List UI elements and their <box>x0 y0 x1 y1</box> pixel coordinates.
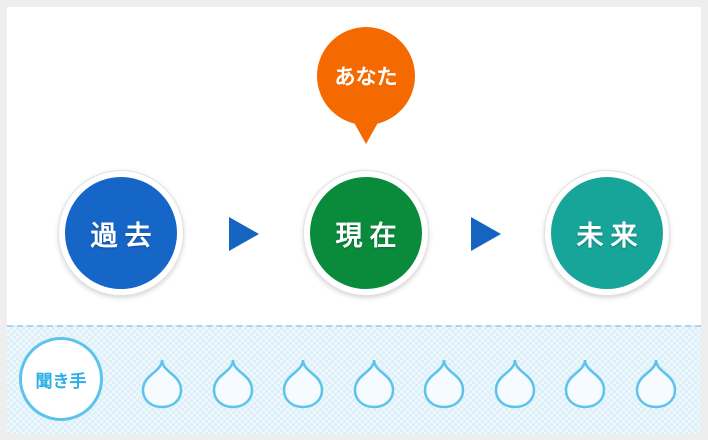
diagram-canvas: あなた 過去 現在 未来 聞き手 <box>7 7 701 434</box>
listener-drop-icon <box>563 357 607 409</box>
listener-drop-icon <box>281 357 325 409</box>
listener-badge: 聞き手 <box>19 337 103 421</box>
arrow-right-icon <box>229 217 259 251</box>
past-circle: 過去 <box>59 171 183 295</box>
listener-drop-icon <box>211 357 255 409</box>
arrow-right-icon <box>471 217 501 251</box>
listener-drop-icon <box>352 357 396 409</box>
listener-drop-icon <box>493 357 537 409</box>
future-circle: 未来 <box>545 171 669 295</box>
listener-drop-icon <box>140 357 184 409</box>
present-circle: 現在 <box>304 171 428 295</box>
listener-drop-icon <box>634 357 678 409</box>
future-label: 未来 <box>576 220 645 252</box>
speaker-bubble: あなた <box>317 27 415 125</box>
listener-drop-icon <box>422 357 466 409</box>
speaker-label: あなた <box>334 65 398 89</box>
listener-label: 聞き手 <box>35 371 87 392</box>
past-label: 過去 <box>90 220 159 252</box>
present-label: 現在 <box>335 220 404 252</box>
speaker-bubble-tail <box>352 119 380 144</box>
